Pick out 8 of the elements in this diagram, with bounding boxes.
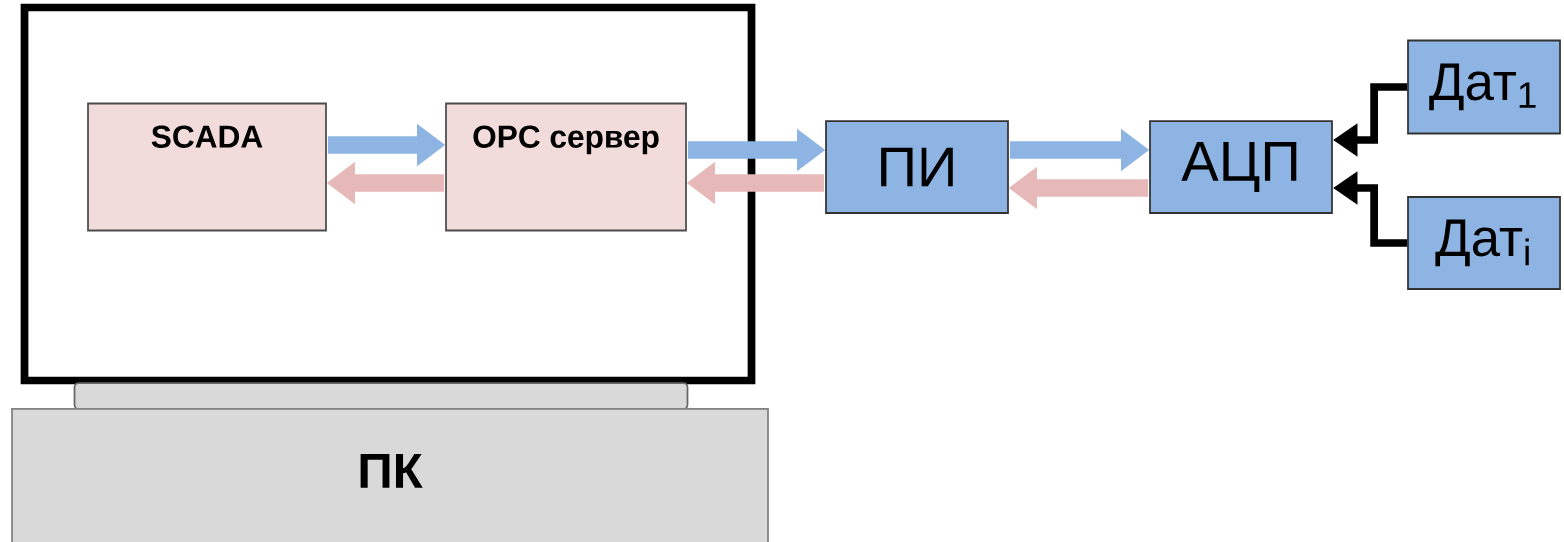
monitor-stand <box>73 382 689 410</box>
sensor-box: Дат$_{i}$ <box>1407 196 1561 290</box>
sensor-box: Дат$_{1}$ <box>1407 39 1561 135</box>
software-box: OPC сервер <box>445 102 687 232</box>
computer-box: ПК <box>11 408 769 542</box>
device-box: ПИ <box>825 120 1009 214</box>
device-box: АЦП <box>1149 120 1333 214</box>
software-box: SCADA <box>87 102 327 232</box>
